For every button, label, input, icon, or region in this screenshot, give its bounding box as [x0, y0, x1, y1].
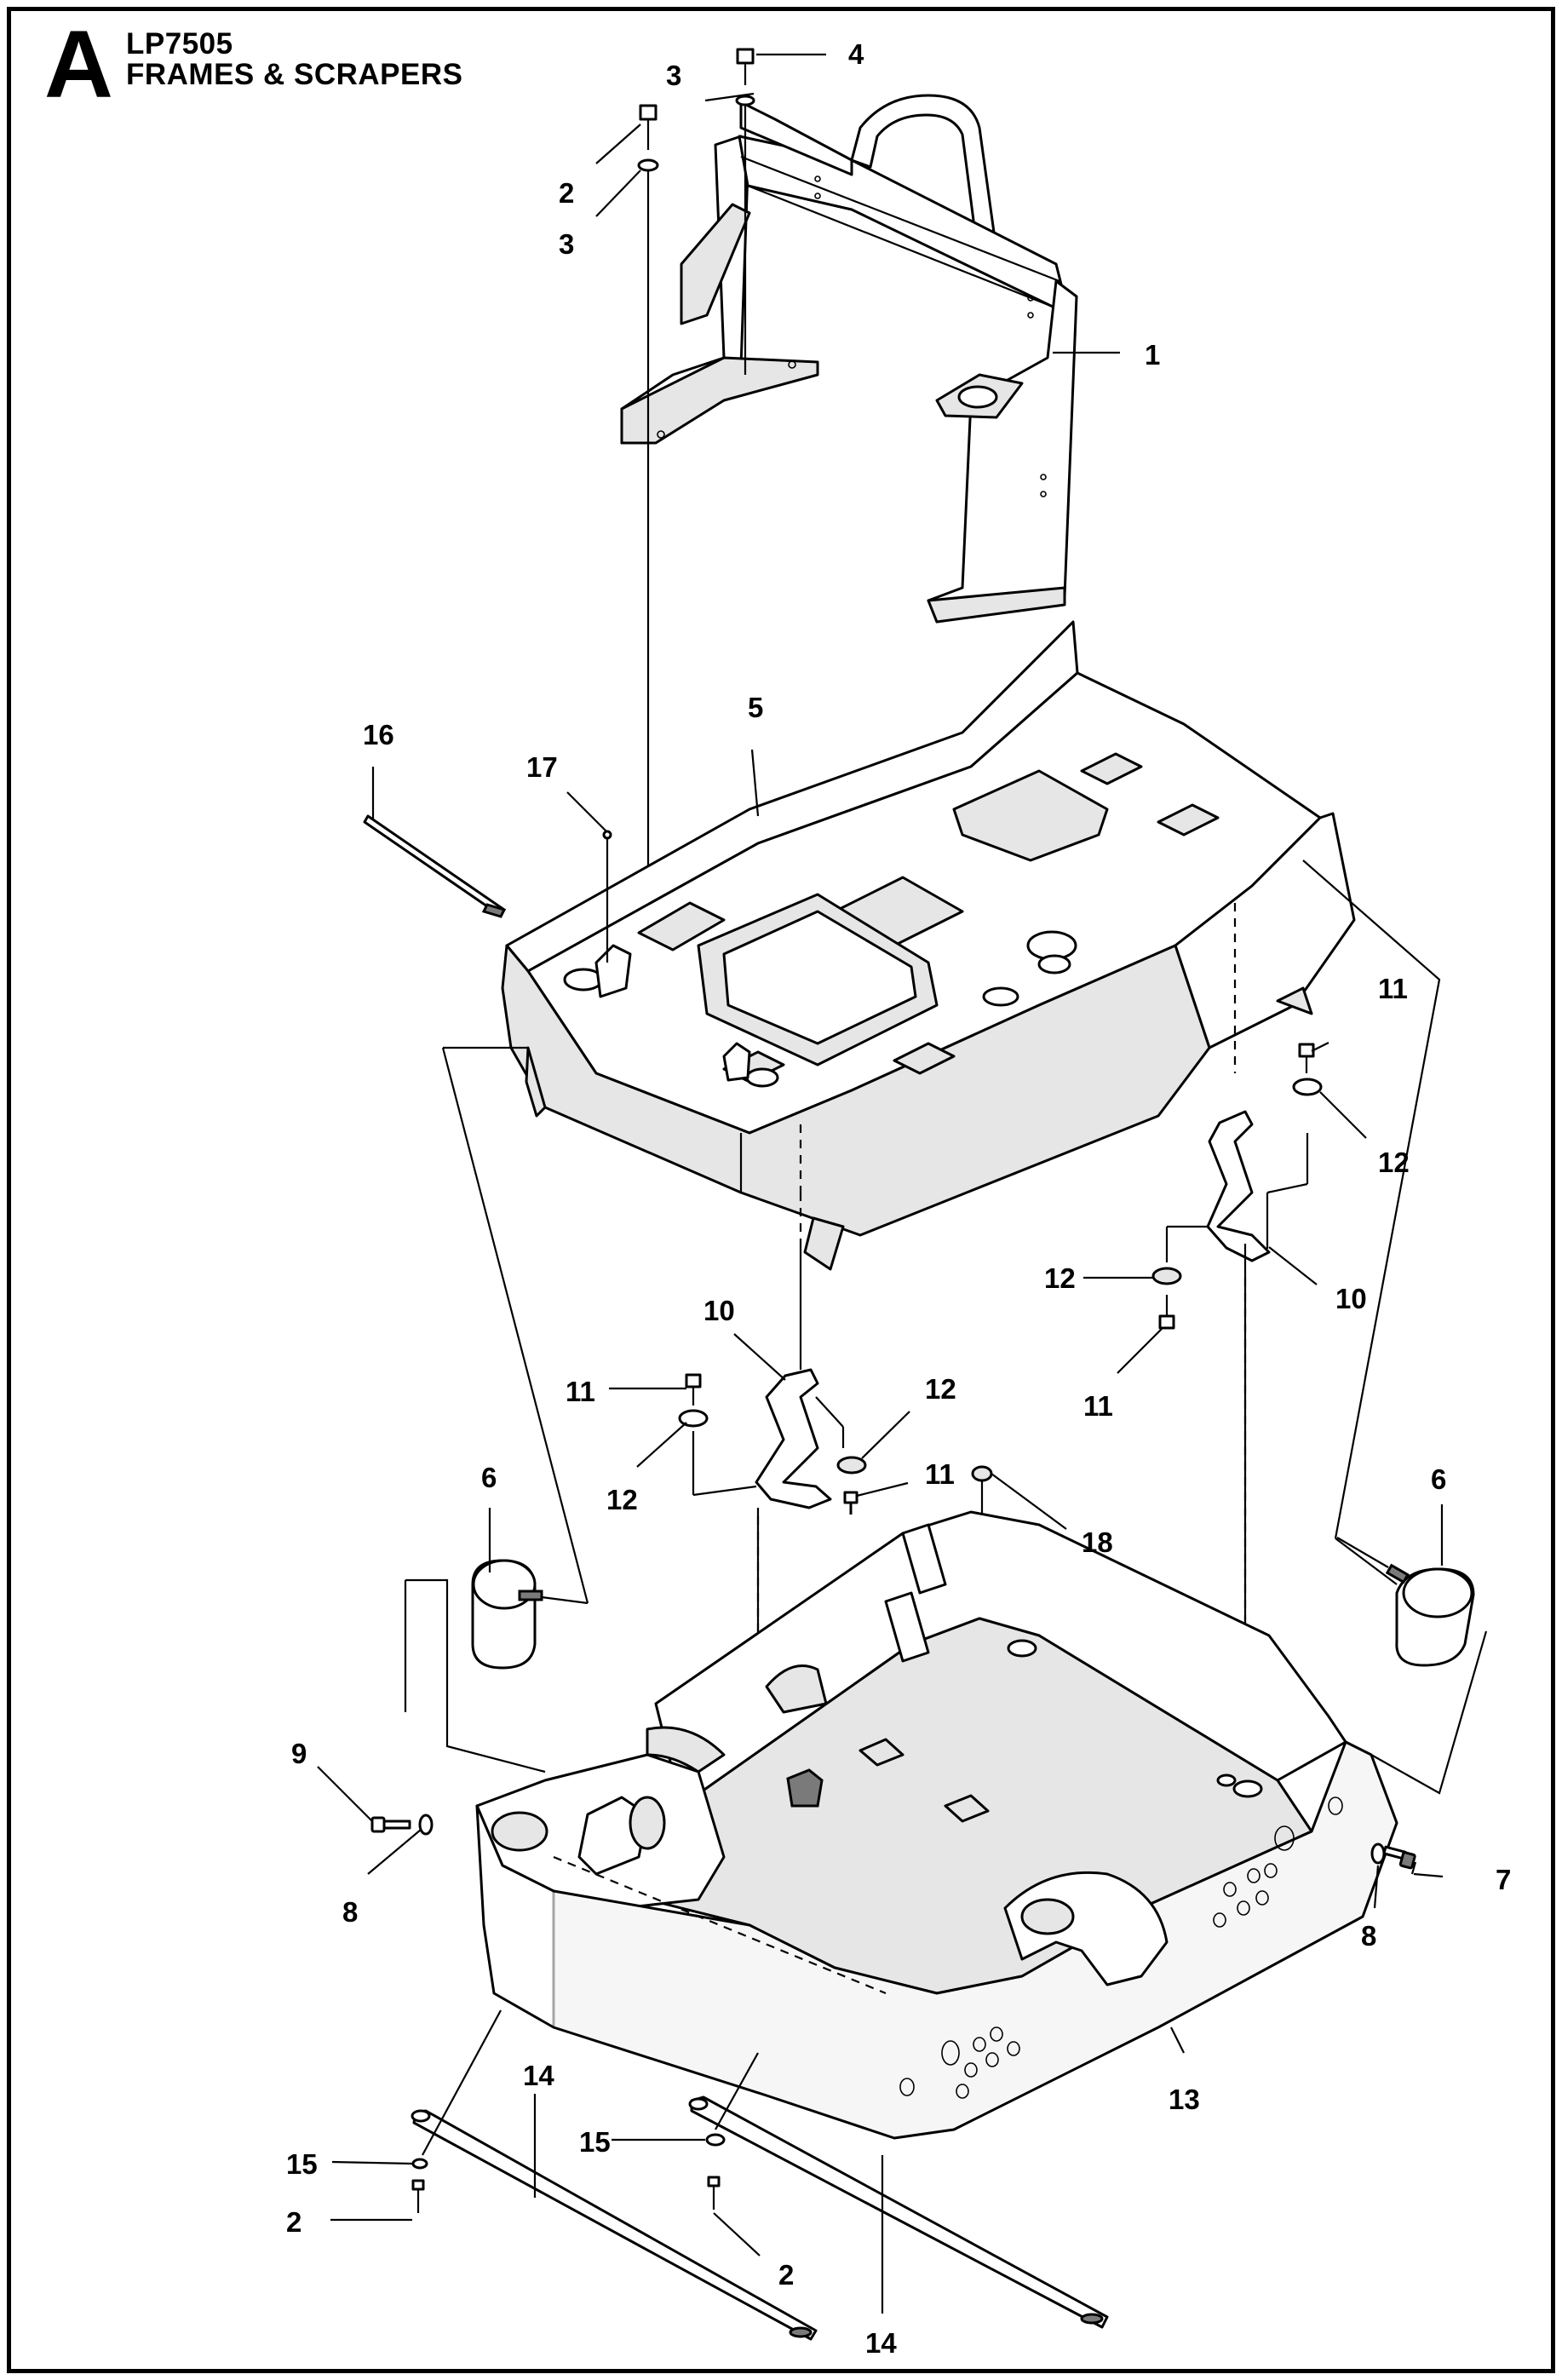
callout-12-d: 12	[606, 1484, 638, 1515]
callout-15-a: 15	[286, 2148, 318, 2180]
callout-14-a: 14	[523, 2060, 554, 2091]
buffer-construction-lines	[404, 859, 1488, 1795]
callout-5: 5	[748, 692, 763, 723]
callout-16: 16	[363, 719, 394, 750]
callout-3-b: 3	[559, 228, 574, 260]
callout-8-b: 8	[1361, 1920, 1376, 1952]
diagram-title: FRAMES & SCRAPERS	[126, 58, 463, 91]
callout-13: 13	[1169, 2084, 1200, 2115]
part-14-scraper-rods	[411, 2009, 1109, 2341]
fasteners-mid	[678, 1043, 1323, 1623]
part-6-buffer-right	[1336, 1537, 1475, 1667]
sheet-border	[7, 7, 1555, 2373]
callout-17: 17	[526, 751, 558, 783]
callout-6-a: 6	[481, 1462, 497, 1493]
callout-2-a: 2	[559, 177, 574, 209]
section-letter: A	[44, 11, 113, 118]
leader-lines	[317, 53, 1444, 2314]
callout-2-b: 2	[286, 2206, 301, 2238]
callout-4: 4	[848, 38, 864, 70]
callout-12-a: 12	[1378, 1147, 1410, 1178]
callout-12-c: 12	[925, 1373, 956, 1405]
part-13-lower-frame	[475, 1510, 1398, 2140]
callout-6-b: 6	[1431, 1463, 1446, 1495]
callout-9: 9	[291, 1738, 307, 1769]
callout-10-a: 10	[1335, 1283, 1367, 1314]
fasteners-top	[637, 48, 755, 950]
callout-10-b: 10	[703, 1295, 735, 1326]
callout-15-b: 15	[579, 2126, 611, 2158]
callout-1: 1	[1145, 339, 1160, 371]
model-number: LP7505	[126, 27, 233, 60]
callout-7: 7	[1496, 1864, 1511, 1895]
part-6-buffer-left	[471, 1559, 589, 1670]
callout-11-d: 11	[925, 1458, 955, 1490]
callout-14-b: 14	[865, 2327, 897, 2359]
callout-11-b: 11	[1083, 1390, 1113, 1422]
callout-8-a: 8	[342, 1896, 358, 1928]
callout-18: 18	[1082, 1526, 1113, 1558]
callout-numbers: 4 3 2 3 1 5 16 17 11 12 12 10 10 11 11 1…	[286, 38, 1511, 2359]
callout-3-a: 3	[666, 60, 681, 91]
callout-2-c: 2	[778, 2259, 794, 2291]
callout-12-b: 12	[1044, 1262, 1076, 1294]
callout-11-c: 11	[566, 1376, 595, 1407]
side-bolts	[370, 1814, 1416, 1870]
part-16-rod-17-pin	[363, 814, 612, 963]
part-5-platform	[501, 620, 1356, 1271]
callout-11-a: 11	[1378, 973, 1408, 1004]
part-1-upper-frame	[620, 94, 1078, 624]
